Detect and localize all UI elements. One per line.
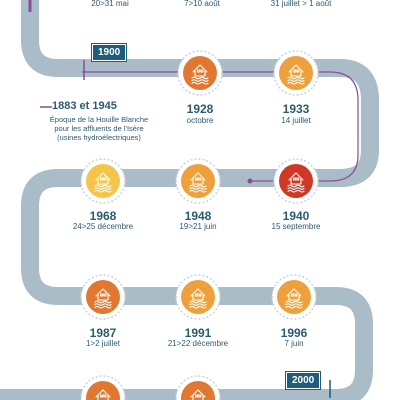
marker-2000-badge: 2000 <box>286 372 321 389</box>
flood-house-icon <box>190 389 206 400</box>
flood-house-icon <box>191 64 209 85</box>
flood-house-icon <box>189 172 207 193</box>
flood-node-bottom-8 <box>80 375 126 400</box>
top-date-3: 31 juillet > 1 août <box>270 0 332 8</box>
top-date-1: 20>31 mai <box>91 0 129 8</box>
accent-path-upper <box>82 71 359 182</box>
event-date-1996: 7 juin <box>284 339 304 348</box>
flood-house-icon <box>94 288 112 309</box>
flood-node-1933 <box>273 50 319 96</box>
event-year-1996: 1996 <box>280 326 308 340</box>
flood-house-icon <box>95 389 111 400</box>
event-year-1933: 1933 <box>282 102 310 116</box>
era-title: 1883 et 1945 <box>52 100 117 112</box>
flood-node-1928 <box>177 50 223 96</box>
era-desc-1: Époque de la Houille Blanche <box>49 115 149 124</box>
flood-node-1991 <box>175 274 221 320</box>
top-date-2: 7>10 août <box>184 0 220 8</box>
era-desc-3: (usines hydroélectriques) <box>57 133 141 142</box>
track-path <box>0 0 379 400</box>
event-year-1940: 1940 <box>282 209 310 223</box>
flood-node-1996 <box>271 274 317 320</box>
event-date-1987: 1>2 juillet <box>85 339 121 348</box>
flood-node-1987 <box>80 274 126 320</box>
flood-node-1940 <box>273 158 319 204</box>
accent-end-dot <box>247 178 253 184</box>
era-desc-2: pour les affluents de l'Isère <box>54 124 144 133</box>
flood-house-icon <box>285 288 303 309</box>
marker-1900-badge: 1900 <box>92 44 127 61</box>
event-date-1968: 24>25 décembre <box>72 222 134 231</box>
flood-house-icon <box>94 172 112 193</box>
flood-house-icon <box>287 172 305 193</box>
flood-house-icon <box>287 64 305 85</box>
flood-house-icon <box>189 288 207 309</box>
event-year-1991: 1991 <box>184 326 212 340</box>
event-year-1987: 1987 <box>89 326 117 340</box>
event-year-1968: 1968 <box>89 209 117 223</box>
event-date-1948: 19>21 juin <box>179 222 217 231</box>
event-year-1928: 1928 <box>186 102 214 116</box>
event-date-1928: octobre <box>186 116 214 125</box>
event-date-1940: 15 septembre <box>271 222 321 231</box>
event-year-1948: 1948 <box>184 209 212 223</box>
event-date-1991: 21>22 décembre <box>167 339 229 348</box>
event-nodes <box>80 50 319 400</box>
flood-node-1948 <box>175 158 221 204</box>
flood-node-bottom-9 <box>175 375 221 400</box>
flood-node-1968 <box>80 158 126 204</box>
event-date-1933: 14 juillet <box>281 116 311 125</box>
